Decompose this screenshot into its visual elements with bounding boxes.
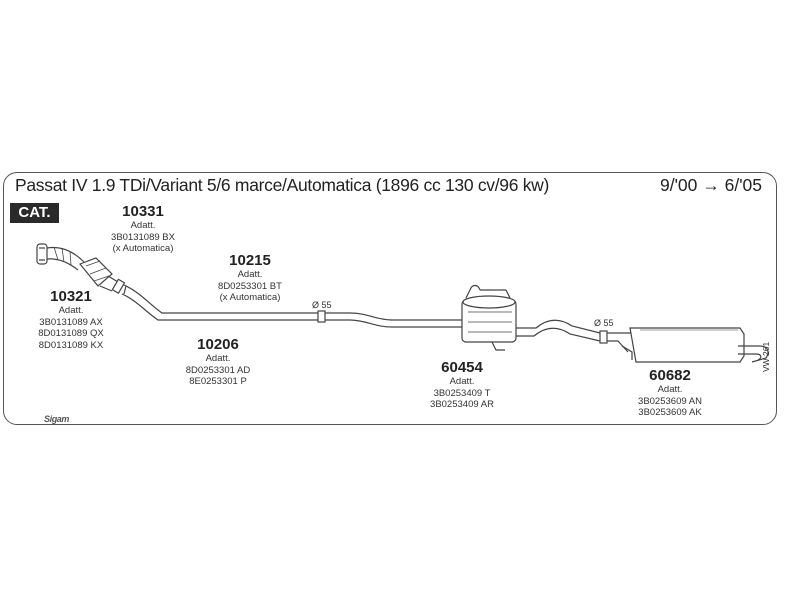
part-10321: 10321 Adatt. 3B0131089 AX 8D0131089 QX 8… (23, 289, 119, 351)
part-line: 3B0131089 BX (111, 231, 175, 243)
part-line: 3B0253609 AK (638, 407, 702, 418)
brand-logo: Sigam (44, 414, 70, 424)
part-line: 3B0253409 T (433, 387, 491, 399)
part-line: Adatt. (58, 305, 84, 316)
part-code: 10215 (229, 252, 271, 269)
part-line: Adatt. (657, 384, 683, 395)
part-line: 8D0131089 KX (38, 339, 104, 351)
part-10331: 10331 Adatt. 3B0131089 BX (x Automatica) (97, 204, 189, 255)
part-10215: 10215 Adatt. 8D0253301 BT (x Automatica) (201, 253, 299, 304)
part-line: 8E0253301 P (189, 376, 247, 387)
rear-silencer (621, 327, 769, 363)
part-line: 8D0253301 AD (185, 364, 251, 376)
catalyst-badge: CAT. (10, 203, 59, 223)
middle-silencer (461, 284, 517, 343)
intermediate-pipe (325, 312, 462, 328)
part-line: 8D0253301 BT (218, 280, 282, 292)
part-code: 10206 (197, 336, 239, 353)
rear-pipe (491, 319, 632, 353)
manifold-flange (36, 243, 48, 265)
catalytic-converter (79, 257, 126, 295)
part-60454: 60454 Adatt. 3B0253409 T 3B0253409 AR (412, 360, 512, 411)
part-line: Adatt. (237, 269, 263, 280)
part-code: 10321 (50, 288, 92, 305)
production-dates: 9/'00 → 6/'05 (660, 175, 763, 195)
part-line: (x Automatica) (112, 243, 174, 254)
part-line: 3B0131089 AX (39, 316, 103, 328)
pipe-diameter-label: Ø 55 (594, 318, 614, 328)
part-line: 3B0253409 AR (430, 399, 494, 410)
downpipe (46, 246, 85, 271)
part-line: 3B0253609 AN (638, 395, 702, 407)
part-10206: 10206 Adatt. 8D0253301 AD 8E0253301 P (168, 337, 268, 388)
pipe-diameter-label: Ø 55 (312, 300, 332, 310)
part-60682: 60682 Adatt. 3B0253609 AN 3B0253609 AK (619, 368, 721, 419)
part-line: 8D0131089 QX (38, 328, 104, 339)
vehicle-title: Passat IV 1.9 TDi/Variant 5/6 marce/Auto… (15, 175, 550, 195)
part-line: Adatt. (205, 353, 231, 364)
diagram-code-label: VW 261 (761, 341, 771, 372)
front-pipe (121, 284, 318, 321)
pipe-joint (317, 310, 326, 323)
part-line: Adatt. (130, 220, 156, 231)
part-line: Adatt. (449, 376, 475, 387)
part-code: 60454 (441, 359, 483, 376)
part-code: 10331 (122, 203, 164, 220)
diagram-frame (3, 172, 777, 425)
part-code: 60682 (649, 367, 691, 384)
part-line: (x Automatica) (219, 292, 281, 303)
